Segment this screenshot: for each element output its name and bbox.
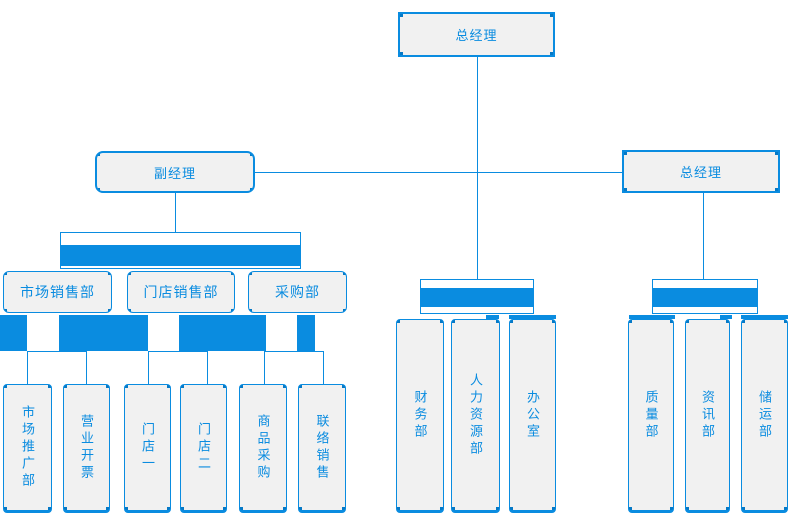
- node-label: 副经理: [153, 165, 196, 181]
- connector-deputy-drop: [175, 193, 176, 232]
- cap-quality-dept: [629, 315, 675, 319]
- node-goods-purchasing[interactable]: 商品采购: [239, 384, 287, 513]
- node-label: 办公室: [525, 389, 540, 441]
- elbow-leaf-stub: [207, 351, 208, 384]
- node-label: 采购部: [275, 284, 320, 300]
- node-market-promotion-dept[interactable]: 市场推广部: [3, 384, 52, 513]
- node-purchasing-dept[interactable]: 采购部: [248, 271, 347, 313]
- node-label: 市场销售部: [20, 284, 95, 300]
- elbow-pair1-horizontal: [27, 351, 87, 352]
- node-storage-transport-dept[interactable]: 储运部: [741, 319, 788, 513]
- node-store-two[interactable]: 门店二: [180, 384, 227, 513]
- node-label: 门店二: [196, 422, 211, 473]
- node-label: 资讯部: [700, 389, 715, 441]
- node-business-invoicing[interactable]: 营业开票: [63, 384, 110, 513]
- node-store-sales-dept[interactable]: 门店销售部: [127, 271, 235, 313]
- node-finance-dept[interactable]: 财务部: [396, 319, 444, 513]
- right-group-ribbon: [652, 279, 758, 314]
- left-connector-bar: [0, 315, 27, 351]
- node-label: 门店销售部: [143, 284, 219, 300]
- node-label: 联络销售: [314, 413, 330, 482]
- cap-information-dept: [720, 315, 732, 319]
- left-connector-bar: [297, 315, 315, 351]
- elbow-leaf-stub: [323, 351, 324, 384]
- node-general-manager[interactable]: 总经理: [398, 12, 555, 57]
- node-label: 人力资源部: [468, 372, 483, 458]
- elbow-leaf-stub: [86, 351, 87, 384]
- node-market-sales-dept[interactable]: 市场销售部: [3, 271, 112, 313]
- node-store-one[interactable]: 门店一: [124, 384, 171, 513]
- ribbon-band: [61, 245, 300, 266]
- node-label: 门店一: [140, 422, 155, 473]
- node-quality-dept[interactable]: 质量部: [628, 319, 674, 513]
- connector-level2-horizontal: [255, 172, 622, 173]
- node-label: 市场推广部: [20, 405, 35, 490]
- left-connector-bar: [179, 315, 266, 351]
- node-label: 商品采购: [255, 413, 271, 482]
- node-label: 质量部: [643, 389, 659, 441]
- elbow-pair3-horizontal: [264, 351, 324, 352]
- elbow-leaf-stub: [148, 351, 149, 384]
- node-label: 总经理: [455, 28, 498, 43]
- connector-root-trunk: [477, 57, 478, 280]
- connector-manager2-drop: [703, 193, 704, 279]
- middle-group-ribbon: [420, 279, 534, 314]
- elbow-leaf-stub: [27, 351, 28, 384]
- cap-office: [509, 315, 556, 319]
- node-deputy-manager[interactable]: 副经理: [95, 151, 255, 193]
- node-office[interactable]: 办公室: [509, 319, 556, 513]
- node-label: 储运部: [757, 389, 772, 441]
- elbow-leaf-stub: [264, 351, 265, 384]
- left-connector-bar: [59, 315, 148, 351]
- cap-storage-dept: [741, 315, 788, 319]
- node-information-dept[interactable]: 资讯部: [685, 319, 730, 513]
- node-label: 营业开票: [79, 413, 94, 482]
- ribbon-band: [653, 288, 757, 307]
- node-human-resources-dept[interactable]: 人力资源部: [451, 319, 500, 513]
- ribbon-band: [421, 288, 533, 307]
- node-general-manager-2[interactable]: 总经理: [622, 150, 780, 193]
- node-label: 财务部: [412, 389, 428, 441]
- elbow-pair2-horizontal: [148, 351, 208, 352]
- cap-hr-dept: [486, 315, 499, 319]
- left-group-ribbon: [60, 232, 301, 269]
- node-label: 总经理: [679, 165, 722, 180]
- node-liaison-sales[interactable]: 联络销售: [298, 384, 346, 513]
